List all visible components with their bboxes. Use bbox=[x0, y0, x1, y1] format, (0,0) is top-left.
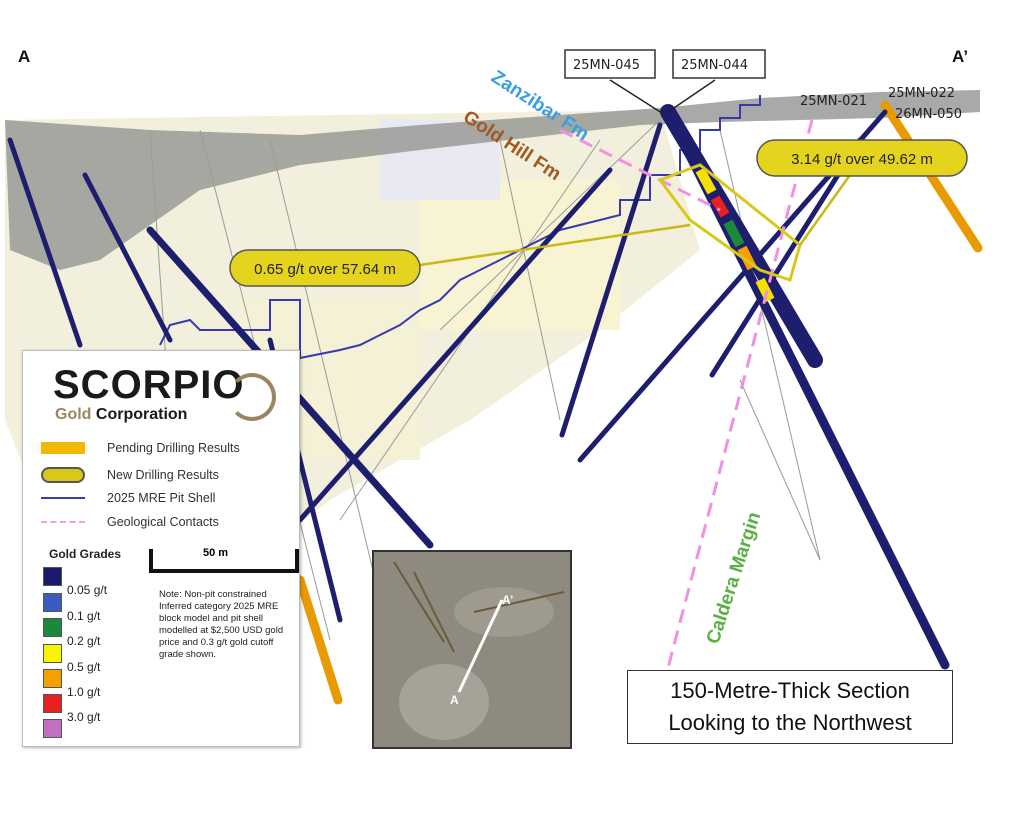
logo-corp-word: Corporation bbox=[95, 406, 188, 423]
inset-a-label: A bbox=[450, 693, 459, 707]
grade-label: 0.05 g/t bbox=[67, 583, 108, 597]
hole-label-25mn-045: 25MN-045 bbox=[573, 58, 640, 73]
pending-swatch bbox=[41, 442, 85, 454]
legend-item-pending: Pending Drilling Results bbox=[41, 441, 240, 455]
inset-a-prime-label: A’ bbox=[502, 593, 513, 607]
pit-shell bbox=[159, 95, 761, 360]
section-view-direction-text: Looking to the Northwest bbox=[668, 710, 912, 735]
surface-topography bbox=[5, 90, 980, 270]
new-result-outline bbox=[657, 163, 802, 282]
hole-label-25mn-022: 25MN-022 bbox=[888, 86, 955, 101]
grade-label: 3.0 g/t bbox=[67, 710, 101, 724]
pit-shell-swatch bbox=[41, 497, 85, 499]
hole-label-25mn-044: 25MN-044 bbox=[681, 58, 748, 73]
grade-swatch bbox=[43, 567, 62, 586]
section-thickness-text: 150-Metre-Thick Section bbox=[670, 678, 910, 703]
grade-swatch bbox=[43, 694, 62, 713]
intercept-label-right: 3.14 g/t over 49.62 m bbox=[791, 151, 933, 168]
legend-label: 2025 MRE Pit Shell bbox=[107, 491, 216, 505]
grade-swatch bbox=[43, 644, 62, 663]
intercept-leader bbox=[419, 223, 691, 267]
grade-swatch bbox=[43, 618, 62, 637]
grade-swatch bbox=[43, 669, 62, 688]
scale-bar bbox=[149, 549, 299, 573]
grade-swatch bbox=[43, 593, 62, 612]
pending-drill-hole bbox=[295, 575, 343, 705]
company-logo-subtitle: Gold Corporation bbox=[55, 406, 187, 424]
scorpion-icon bbox=[228, 373, 276, 421]
intercept-leader bbox=[798, 174, 852, 246]
gold-grades-title: Gold Grades bbox=[49, 547, 122, 561]
inset-map-graphic: A’ A bbox=[374, 552, 570, 747]
grade-bands bbox=[695, 167, 775, 303]
grade-swatch bbox=[43, 719, 62, 738]
grade-label: 1.0 g/t bbox=[67, 685, 101, 699]
legend-label: Pending Drilling Results bbox=[107, 441, 240, 455]
legend-panel: SCORPIO Gold Corporation Pending Drillin… bbox=[22, 350, 300, 747]
grade-label: 0.1 g/t bbox=[67, 609, 101, 623]
scale-bar-label: 50 m bbox=[203, 547, 229, 559]
section-description-box: 150-Metre-Thick Section Looking to the N… bbox=[627, 670, 953, 744]
hole-label-25mn-021: 25MN-021 bbox=[800, 94, 867, 109]
section-start-label: A bbox=[18, 47, 30, 66]
grade-label: 0.5 g/t bbox=[67, 660, 101, 674]
hole-label-26mn-050: 26MN-050 bbox=[895, 107, 962, 122]
legend-item-pit-shell: 2025 MRE Pit Shell bbox=[41, 491, 215, 505]
location-inset-map: A’ A bbox=[372, 550, 572, 749]
legend-label: Geological Contacts bbox=[107, 515, 219, 529]
geological-contacts bbox=[559, 119, 814, 669]
legend-item-new: New Drilling Results bbox=[41, 467, 219, 483]
intercept-label-left: 0.65 g/t over 57.64 m bbox=[254, 261, 396, 278]
legend-label: New Drilling Results bbox=[107, 468, 219, 482]
grade-label: 0.2 g/t bbox=[67, 634, 101, 648]
company-logo: SCORPIO bbox=[53, 363, 245, 407]
new-results-swatch bbox=[41, 467, 85, 483]
model-note: Note: Non-pit constrained Inferred categ… bbox=[159, 589, 284, 660]
contacts-swatch bbox=[41, 521, 85, 523]
logo-gold-word: Gold bbox=[55, 406, 92, 423]
legend-item-contacts: Geological Contacts bbox=[41, 515, 219, 529]
caldera-margin-label: Caldera Margin bbox=[703, 510, 765, 647]
section-end-label: A’ bbox=[952, 47, 968, 66]
callout-lines bbox=[609, 79, 716, 116]
